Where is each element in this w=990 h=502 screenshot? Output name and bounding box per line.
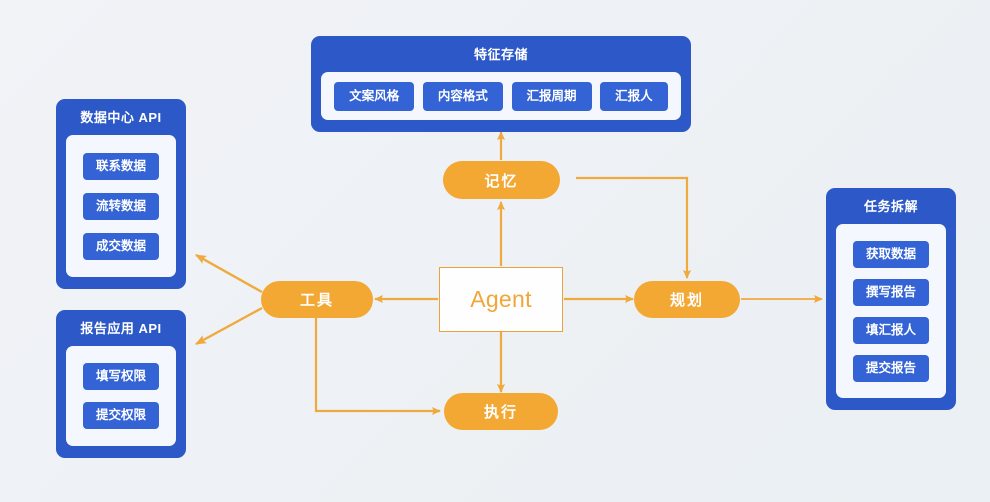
node-tools-label: 工具 xyxy=(299,292,334,309)
node-execution[interactable]: 执行 xyxy=(444,393,558,430)
chip-datacenter-0[interactable]: 联系数据 xyxy=(82,152,159,180)
chip-task-1[interactable]: 撰写报告 xyxy=(852,278,929,306)
chip-feature-0[interactable]: 文案风格 xyxy=(334,81,415,111)
chip-feature-3[interactable]: 汇报人 xyxy=(600,81,668,111)
chip-task-0[interactable]: 获取数据 xyxy=(852,240,929,268)
panel-title-report-app-api: 报告应用 API xyxy=(80,321,162,336)
edge-memory-planning xyxy=(576,176,691,279)
edge-tools-execution xyxy=(314,318,441,415)
panel-task-decomposition: 任务拆解 获取数据 撰写报告 填汇报人 提交报告 xyxy=(826,188,956,410)
panel-body-task-decomposition: 获取数据 撰写报告 填汇报人 提交报告 xyxy=(836,224,946,398)
chip-datacenter-1[interactable]: 流转数据 xyxy=(82,192,159,220)
panel-data-center-api: 数据中心 API 联系数据 流转数据 成交数据 xyxy=(56,99,186,289)
node-planning[interactable]: 规划 xyxy=(634,281,740,318)
panel-title-data-center-api: 数据中心 API xyxy=(80,110,162,125)
panel-report-app-api: 报告应用 API 填写权限 提交权限 xyxy=(56,310,186,458)
node-agent[interactable]: Agent xyxy=(439,267,563,332)
node-planning-label: 规划 xyxy=(669,292,704,309)
chip-task-3[interactable]: 提交报告 xyxy=(852,354,929,382)
edge-tools-reportapi xyxy=(195,306,263,346)
chip-datacenter-2[interactable]: 成交数据 xyxy=(82,232,159,260)
chip-reportapi-0[interactable]: 填写权限 xyxy=(82,363,159,390)
edge-tools-datacenter xyxy=(195,253,263,294)
chip-task-2[interactable]: 填汇报人 xyxy=(852,316,929,344)
node-tools[interactable]: 工具 xyxy=(261,281,373,318)
chip-reportapi-1[interactable]: 提交权限 xyxy=(82,402,159,429)
node-memory-label: 记忆 xyxy=(484,172,519,190)
panel-feature-store: 特征存储 文案风格 内容格式 汇报周期 汇报人 xyxy=(311,36,691,132)
node-memory[interactable]: 记忆 xyxy=(443,161,560,199)
panel-body-data-center-api: 联系数据 流转数据 成交数据 xyxy=(66,135,176,277)
panel-body-report-app-api: 填写权限 提交权限 xyxy=(66,346,176,446)
chip-feature-2[interactable]: 汇报周期 xyxy=(511,81,592,111)
node-agent-label: Agent xyxy=(470,286,532,312)
node-execution-label: 执行 xyxy=(483,404,518,421)
panel-title-task-decomposition: 任务拆解 xyxy=(863,199,918,214)
chip-feature-1[interactable]: 内容格式 xyxy=(422,81,503,111)
panel-title-feature-store: 特征存储 xyxy=(473,47,528,62)
panel-body-feature-store: 文案风格 内容格式 汇报周期 汇报人 xyxy=(321,72,681,120)
